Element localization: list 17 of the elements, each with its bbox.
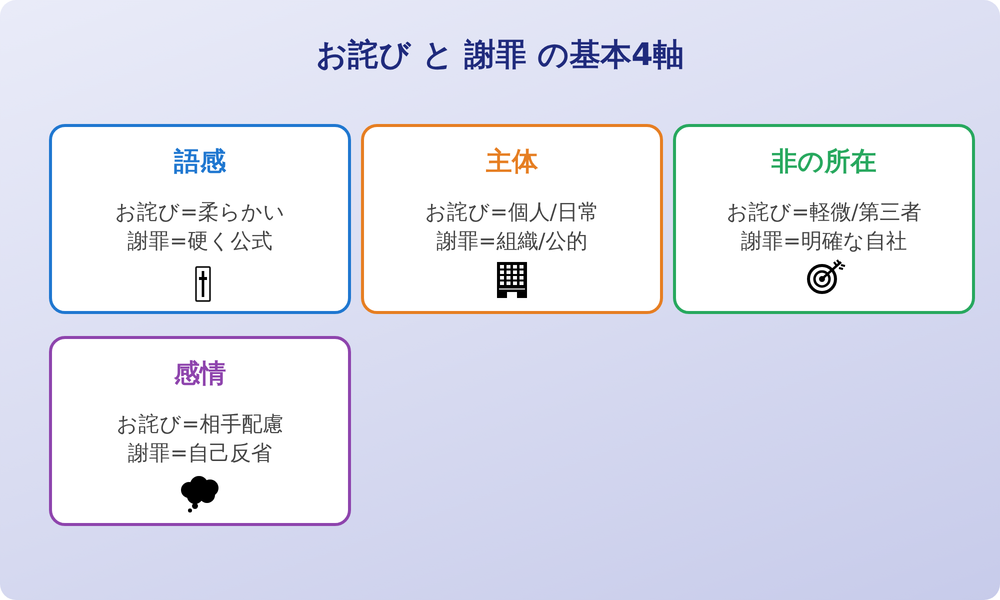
card-text: お詫び=個人/日常 <box>425 199 599 226</box>
card-text: 謝罪=明確な自社 <box>741 228 907 255</box>
card-text: お詫び=軽微/第三者 <box>726 199 922 226</box>
card-heading: 主体 <box>486 146 538 178</box>
card-text: 謝罪=自己反省 <box>128 440 272 467</box>
card-heading: 語感 <box>174 146 226 178</box>
card-heading: 非の所在 <box>772 146 876 178</box>
category-card <box>49 124 351 314</box>
category-card <box>49 336 351 526</box>
category-card <box>361 124 663 314</box>
diagram-title: お詫び と 謝罪 の基本4軸 <box>316 36 684 74</box>
card-text: お詫び=相手配慮 <box>116 411 284 438</box>
card-text: 謝罪=組織/公的 <box>436 228 588 255</box>
category-card <box>673 124 975 314</box>
card-text: 謝罪=硬く公式 <box>128 228 272 255</box>
card-text: お詫び=柔らかい <box>115 199 285 226</box>
card-heading: 感情 <box>174 358 226 390</box>
